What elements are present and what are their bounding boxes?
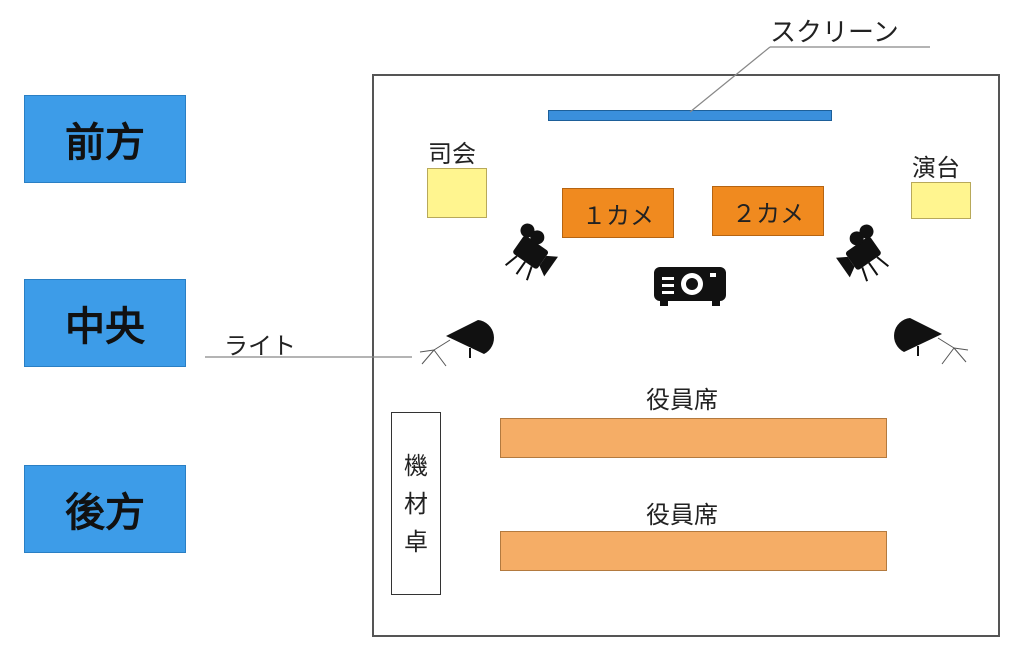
video-camera-icon [836, 224, 890, 282]
back-label: 後方 [24, 465, 186, 553]
equipment-table: 機 材 卓 [391, 412, 441, 595]
center-label: 中央 [24, 279, 186, 367]
screen-leader-line [689, 46, 930, 113]
executive-seats-row-2 [500, 531, 887, 571]
podium-label: 演台 [912, 154, 960, 182]
equipment-table-char-1: 機 [404, 451, 428, 480]
projector-icon [654, 267, 726, 306]
podium [911, 182, 971, 219]
executive-seats-label-2: 役員席 [646, 501, 718, 529]
front-label: 前方 [24, 95, 186, 183]
camera-2-label: ２カメ [732, 199, 804, 228]
executive-seats-row-1 [500, 418, 887, 458]
spotlight-icon [894, 318, 969, 365]
video-camera-icon [504, 223, 558, 281]
camera-2-position: ２カメ [712, 186, 824, 236]
screen [548, 110, 832, 121]
camera-1-position: １カメ [562, 188, 674, 238]
room-outline [372, 74, 1000, 637]
equipment-table-char-2: 材 [404, 489, 428, 518]
spotlight-icon [419, 320, 494, 367]
mc-label: 司会 [428, 140, 476, 168]
camera-1-label: １カメ [582, 201, 654, 230]
executive-seats-label-1: 役員席 [646, 386, 718, 414]
equipment-table-char-3: 卓 [404, 527, 428, 556]
screen-label: スクリーン [770, 18, 899, 48]
mc-stand [427, 168, 487, 218]
light-label: ライト [224, 332, 296, 360]
